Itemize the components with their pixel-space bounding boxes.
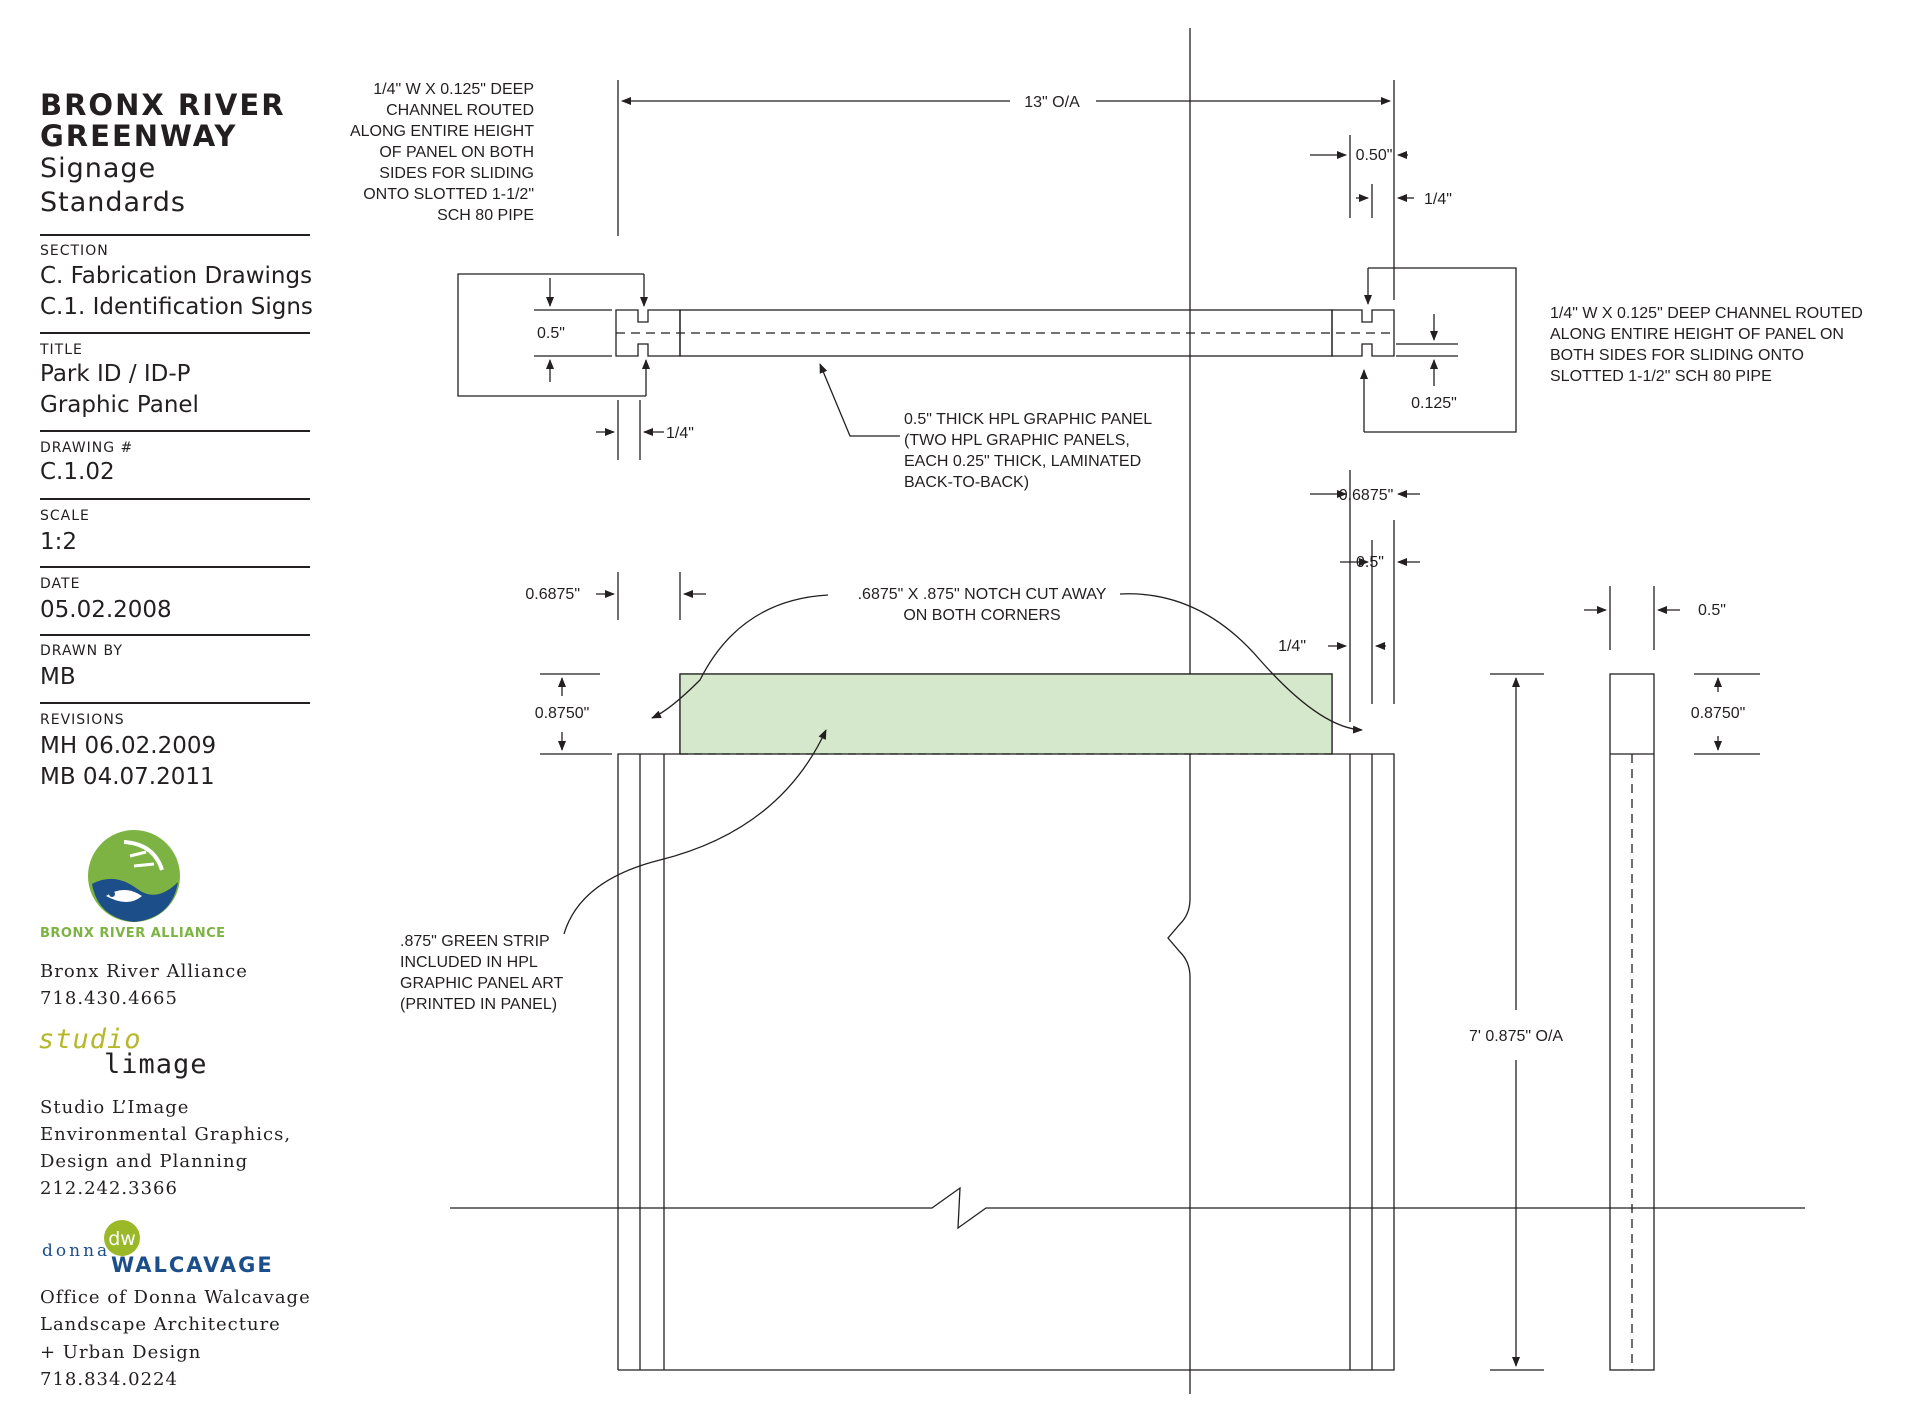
- studio-logo-word1: studio: [38, 1024, 142, 1055]
- left-channel-note-line: SCH 80 PIPE: [437, 207, 534, 224]
- right-channel-note-line: SLOTTED 1-1/2" SCH 80 PIPE: [1550, 368, 1772, 385]
- divider: [40, 430, 310, 432]
- studio-phone: 212.242.3366: [40, 1178, 178, 1199]
- notch-note-line: ON BOTH CORNERS: [903, 607, 1060, 624]
- alliance-logo-text: BRONX RIVER ALLIANCE: [40, 926, 226, 941]
- date-label: DATE: [40, 576, 81, 592]
- brand-subtitle: Signage Standards: [40, 153, 186, 218]
- studio-logo-word2: limage: [104, 1049, 208, 1080]
- panel-elevation-outline: [617, 673, 1395, 1371]
- green-strip-note-line: GRAPHIC PANEL ART: [400, 975, 564, 992]
- title-line1: Park ID / ID-P: [40, 361, 191, 387]
- revision-2: MB 04.07.2011: [40, 764, 215, 790]
- green-strip: [679, 673, 1333, 755]
- dim-label: 0.5": [1698, 602, 1726, 619]
- dw-logo-word1: donna: [42, 1241, 111, 1261]
- dim-label: 1/4": [666, 425, 694, 442]
- studio-line2: Environmental Graphics,: [40, 1124, 292, 1145]
- right-channel-note-line: 1/4" W X 0.125" DEEP CHANNEL ROUTED: [1550, 305, 1863, 322]
- centerline-vertical-break: [1167, 28, 1191, 1394]
- green-strip-note-line: (PRINTED IN PANEL): [400, 996, 557, 1013]
- right-callout-box: [1364, 267, 1517, 433]
- divider: [40, 332, 310, 334]
- overall-width-label: 13" O/A: [1024, 94, 1080, 111]
- revisions-label: REVISIONS: [40, 712, 125, 728]
- dw-logo-word2: WALCAVAGE: [111, 1253, 274, 1277]
- title-block: BRONX RIVER GREENWAY Signage Standards: [40, 90, 310, 220]
- green-strip-leader: [563, 729, 827, 935]
- section-label: SECTION: [40, 243, 109, 259]
- dw-logo-monogram: dw: [108, 1228, 136, 1250]
- panel-note-line: (TWO HPL GRAPHIC PANELS,: [904, 432, 1130, 449]
- dw-logo-badge: dw: [104, 1220, 140, 1256]
- dw-line3: + Urban Design: [40, 1342, 202, 1363]
- alliance-phone: 718.430.4665: [40, 988, 178, 1009]
- logo-leaf-vein: [123, 840, 164, 871]
- left-channel-note-line: ALONG ENTIRE HEIGHT: [350, 123, 534, 140]
- dim-label: 0.6875": [525, 586, 580, 603]
- bronx-river-alliance-logo: [88, 830, 180, 922]
- dim-label: 1/4": [1278, 638, 1306, 655]
- panel-note-line: EACH 0.25" THICK, LAMINATED: [904, 453, 1141, 470]
- logo-fish: [106, 890, 142, 902]
- logo-water-wave: [92, 878, 178, 922]
- left-channel-note-line: CHANNEL ROUTED: [386, 102, 534, 119]
- break-line-horizontal: [450, 1186, 1805, 1230]
- divider: [40, 498, 310, 500]
- left-channel-note-line: 1/4" W X 0.125" DEEP: [373, 81, 534, 98]
- logo-leaf-vein: [129, 850, 155, 868]
- dw-office: Office of Donna Walcavage: [40, 1287, 311, 1308]
- date-value: 05.02.2008: [40, 597, 172, 623]
- section-line1: C. Fabrication Drawings: [40, 263, 313, 289]
- drawn-by-label: DRAWN BY: [40, 643, 123, 659]
- left-channel-note-line: SIDES FOR SLIDING: [379, 165, 534, 182]
- panel-note-line: 0.5" THICK HPL GRAPHIC PANEL: [904, 411, 1152, 428]
- drawn-by-value: MB: [40, 664, 76, 690]
- dim-label: 0.5": [1356, 554, 1384, 571]
- divider: [40, 566, 310, 568]
- green-strip-note-line: .875" GREEN STRIP: [400, 933, 550, 950]
- panel-note-leader: [819, 363, 900, 437]
- dw-logo-disc: [104, 1220, 140, 1256]
- notch-leader-left: [651, 594, 829, 719]
- drawing-number-label: DRAWING #: [40, 440, 134, 456]
- right-channel-note-line: BOTH SIDES FOR SLIDING ONTO: [1550, 347, 1804, 364]
- dim-label: 0.50": [1356, 147, 1393, 164]
- studio-name: Studio L’Image: [40, 1097, 190, 1118]
- title-line2: Graphic Panel: [40, 392, 199, 418]
- alliance-name: Bronx River Alliance: [40, 961, 248, 982]
- scale-value: 1:2: [40, 529, 78, 555]
- title-label: TITLE: [40, 342, 83, 358]
- left-channel-note-line: ONTO SLOTTED 1-1/2": [363, 186, 534, 203]
- overall-height-label: 7' 0.875" O/A: [1469, 1028, 1563, 1045]
- scale-label: SCALE: [40, 508, 90, 524]
- dim-label: 0.125": [1411, 395, 1457, 412]
- divider: [40, 634, 310, 636]
- dim-label: 0.8750": [535, 705, 590, 722]
- left-channel-note-line: OF PANEL ON BOTH: [379, 144, 534, 161]
- logo-fish-eye: [109, 891, 115, 897]
- panel-plan-right-end: [1331, 309, 1395, 357]
- right-channel-note-line: ALONG ENTIRE HEIGHT OF PANEL ON: [1550, 326, 1844, 343]
- panel-note-line: BACK-TO-BACK): [904, 474, 1029, 491]
- dim-label: 0.6875": [1339, 487, 1394, 504]
- section-line2: C.1. Identification Signs: [40, 294, 313, 320]
- dw-line2: Landscape Architecture: [40, 1314, 281, 1335]
- drawing-number-value: C.1.02: [40, 459, 115, 485]
- green-strip-note-line: INCLUDED IN HPL: [400, 954, 538, 971]
- divider: [40, 234, 310, 236]
- dw-phone: 718.834.0224: [40, 1369, 178, 1390]
- divider: [40, 702, 310, 704]
- dim-label: 1/4": [1424, 191, 1452, 208]
- left-callout-box: [457, 273, 646, 397]
- brand-title-line1: BRONX RIVER: [40, 88, 286, 122]
- dim-label: 0.5": [537, 325, 565, 342]
- notch-leader-right: [1119, 593, 1363, 734]
- brand-title-line2: GREENWAY: [40, 119, 238, 153]
- notch-note-line: .6875" X .875" NOTCH CUT AWAY: [858, 586, 1107, 603]
- studio-line3: Design and Planning: [40, 1151, 249, 1172]
- dim-label: 0.8750": [1691, 705, 1746, 722]
- revision-1: MH 06.02.2009: [40, 733, 217, 759]
